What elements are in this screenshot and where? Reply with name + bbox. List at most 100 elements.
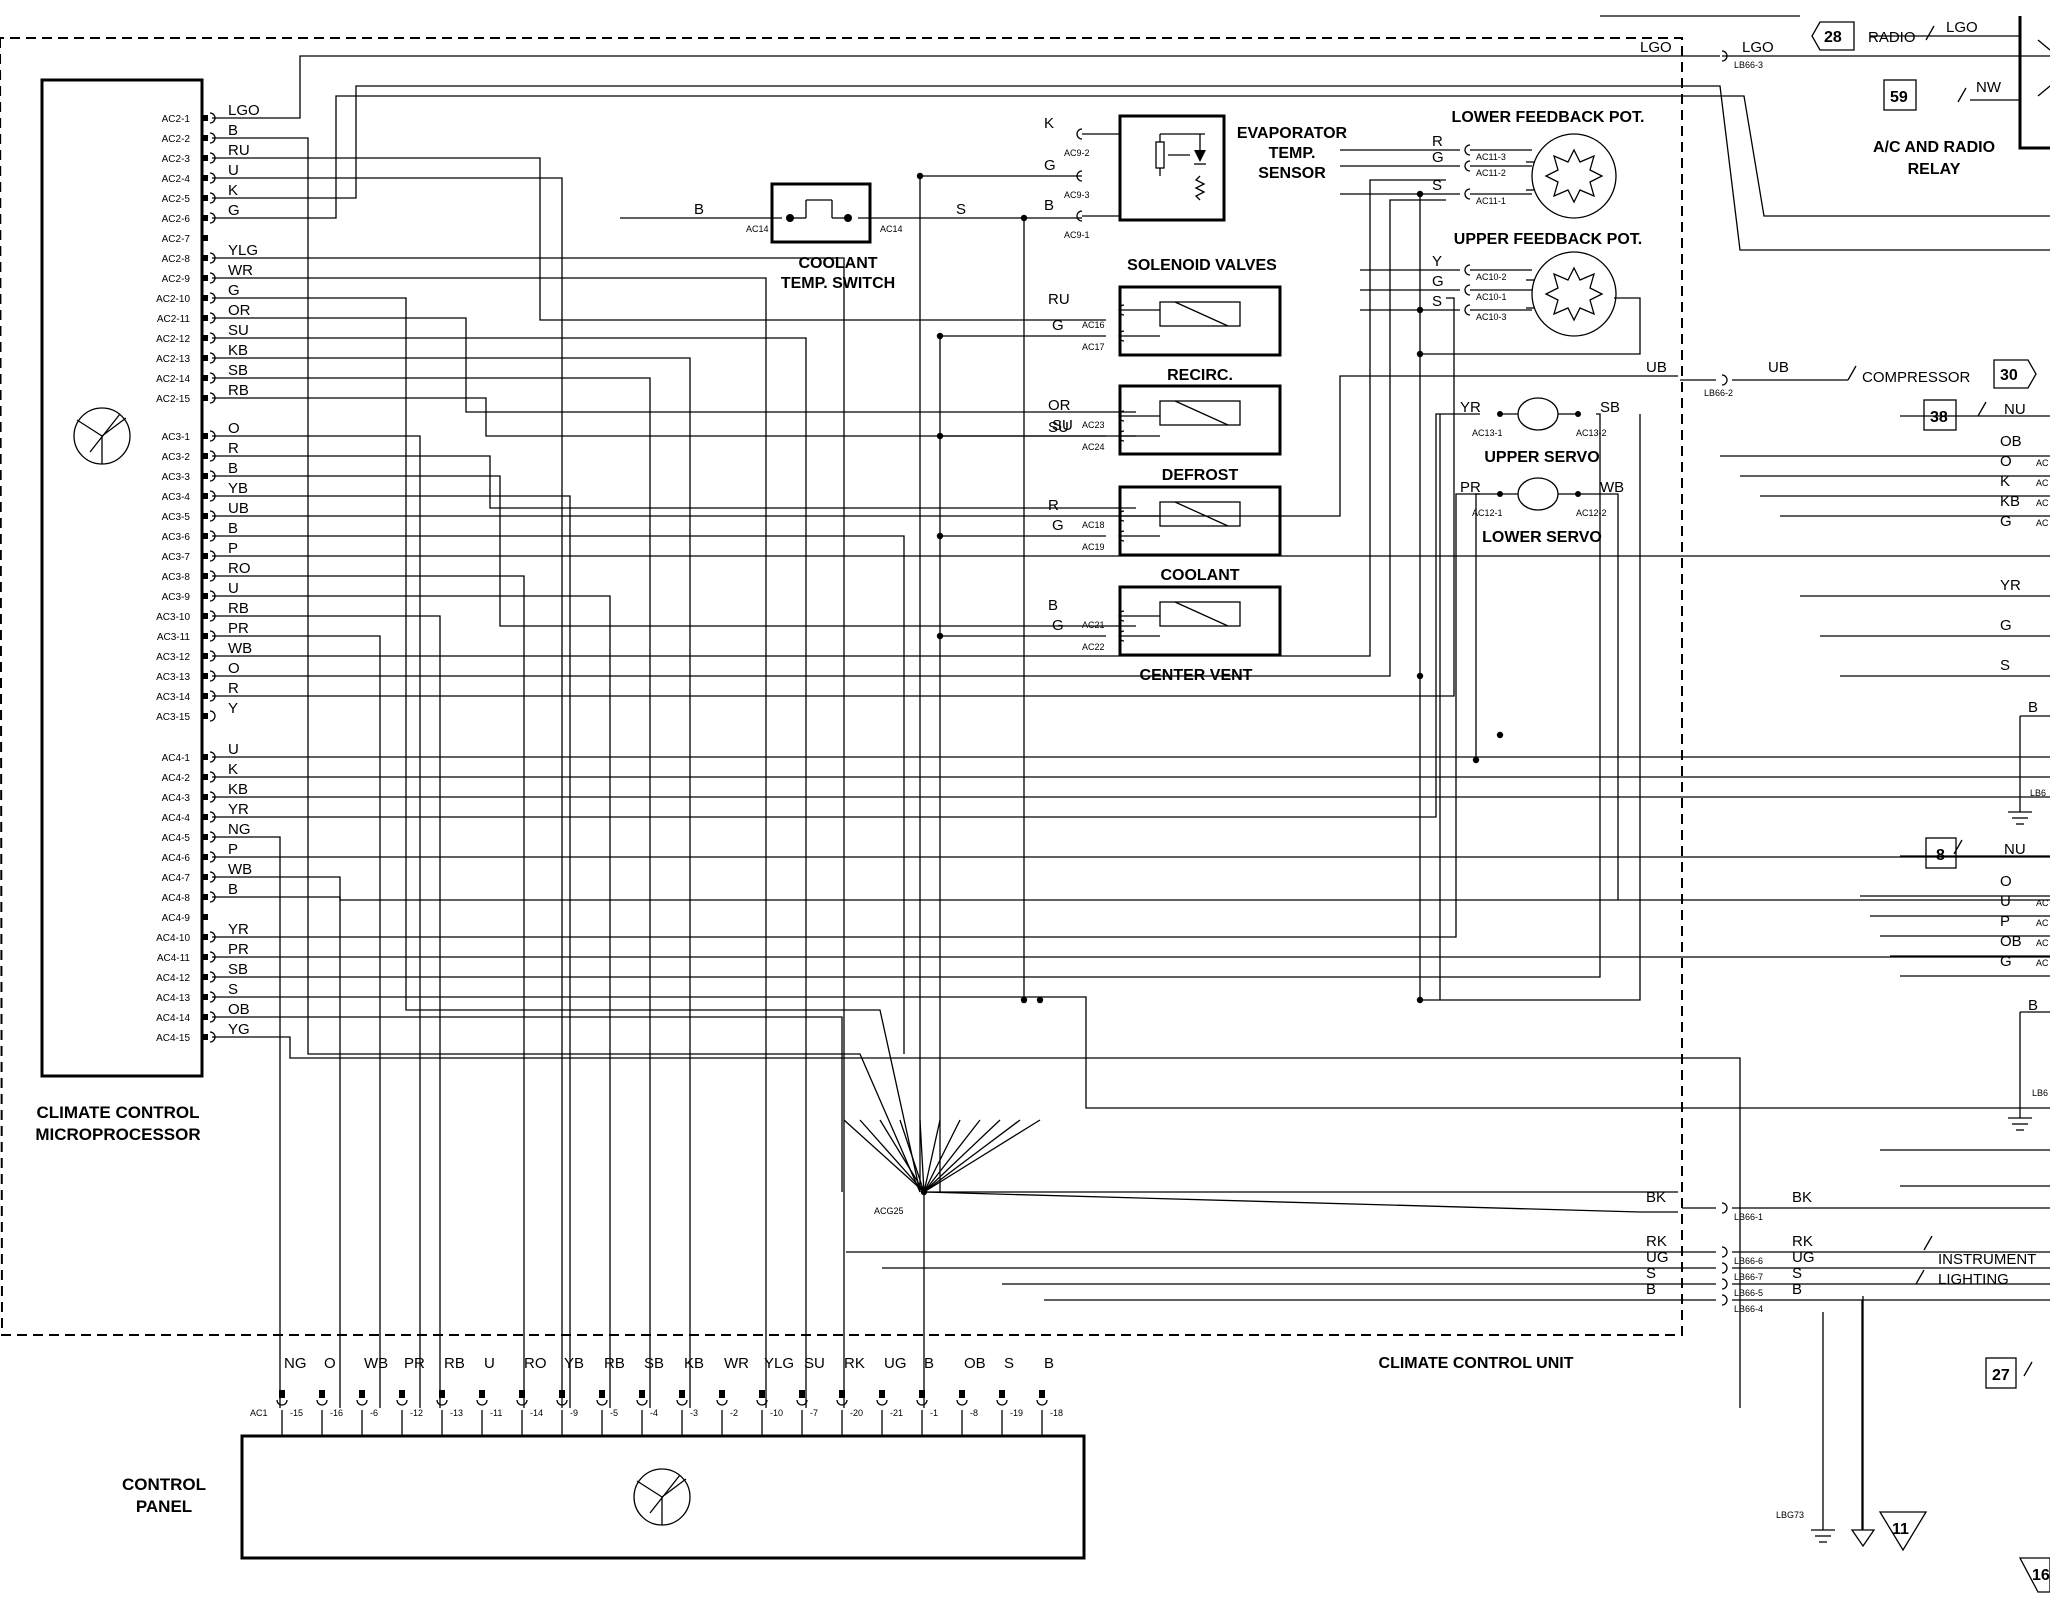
upper-servo-motor-icon (1497, 397, 1581, 431)
conn-label: LB66-6 (1734, 1256, 1763, 1266)
connector-pin (679, 1390, 685, 1398)
wire-label: KB (684, 1355, 704, 1372)
wire-label: SU (1052, 417, 1073, 434)
wire (212, 257, 845, 1408)
connector-icon (209, 430, 216, 442)
connector-icon (209, 931, 216, 943)
wire (212, 495, 571, 1408)
wire (899, 1119, 925, 1193)
wire-label: RK (1646, 1233, 1667, 1250)
connector-icon (209, 710, 216, 722)
wire-label: O (228, 660, 240, 677)
connector-icon (209, 372, 216, 384)
wire-label: PR (228, 620, 249, 637)
pin-label: AC2-7 (162, 234, 191, 245)
control-panel-title: CONTROL (122, 1475, 206, 1494)
connector-icon (1464, 304, 1471, 316)
connector-pin (203, 395, 208, 401)
wire-label: G (1432, 273, 1444, 290)
connector-icon (1464, 144, 1471, 156)
wire (212, 297, 1455, 697)
wire-label: K (228, 182, 238, 199)
wire-label: NU (2004, 401, 2026, 418)
pin-label: AC4-7 (162, 873, 191, 884)
wire (212, 595, 611, 1408)
wire (2019, 1011, 2050, 1108)
connector-pin (203, 135, 208, 141)
conn-label: AC10-3 (1476, 312, 1507, 322)
static-shapes (0, 16, 2050, 1593)
connector-icon (209, 252, 216, 264)
pin-label: -6 (370, 1408, 378, 1418)
instrument-lighting-label: LIGHTING (1938, 1271, 2009, 1288)
connector-icon (1076, 128, 1083, 140)
wire (923, 1119, 1001, 1193)
connector-icon (209, 470, 216, 482)
wire-label: WB (364, 1355, 388, 1372)
pin-label: -16 (330, 1408, 343, 1418)
connector-icon (209, 332, 216, 344)
conn-label: AC18 (1082, 520, 1105, 530)
microprocessor-symbol-icon (73, 407, 131, 465)
pin-label: AC2-5 (162, 194, 191, 205)
wire (212, 535, 905, 1054)
conn-label: AC (2036, 518, 2049, 528)
connector-pin (203, 854, 208, 860)
lower-feedback-pot-icon (1526, 133, 1617, 219)
connector-icon (1464, 264, 1471, 276)
connector-pin (203, 593, 208, 599)
evaporator-title: SENSOR (1258, 165, 1326, 182)
wire (843, 1119, 925, 1193)
wire-label: B (1048, 597, 1058, 614)
wire-label: NW (1976, 79, 2002, 96)
wire (923, 1119, 1021, 1193)
wire-label: B (228, 122, 238, 139)
connector-icon (1721, 1202, 1728, 1214)
pin-label: -18 (1050, 1408, 1063, 1418)
pin-label: AC4-4 (162, 813, 191, 824)
lower-feedback-title: LOWER FEEDBACK POT. (1452, 109, 1645, 126)
radio-label: RADIO (1868, 29, 1916, 46)
wire-label: G (228, 282, 240, 299)
wire-label: RB (228, 382, 249, 399)
connector-icon (209, 312, 216, 324)
connector-pin (203, 433, 208, 439)
wire-label: B (2028, 699, 2038, 716)
ground-icon (2008, 1108, 2032, 1131)
connector-pin (203, 155, 208, 161)
connector-pin (559, 1390, 565, 1398)
wire-label: G (2000, 953, 2012, 970)
solenoid-name: CENTER VENT (1140, 667, 1253, 684)
ground-icon (2008, 800, 2032, 825)
conn-label: AC10-2 (1476, 272, 1507, 282)
pin-label: AC4-15 (156, 1033, 190, 1044)
pin-label: AC2-2 (162, 134, 191, 145)
connector-icon (1464, 160, 1471, 172)
control-panel-title: PANEL (136, 1497, 192, 1516)
conn-label: LB6 (2030, 788, 2046, 798)
wire (212, 575, 525, 1408)
wire-label: S (1792, 1265, 1802, 1282)
connector-icon (209, 650, 216, 662)
junction-dot (1416, 996, 1424, 1004)
wire-label: SB (1600, 399, 1620, 416)
connector-icon (209, 352, 216, 364)
junction-dot (1496, 731, 1504, 739)
wire-label: RU (1048, 291, 1070, 308)
pin-label: AC2-15 (156, 394, 190, 405)
solenoid-recirc-icon (1118, 285, 1282, 357)
connector-icon (1721, 50, 1728, 62)
wire-label: WB (228, 861, 252, 878)
connector-icon (556, 1399, 568, 1406)
control-panel-symbol-icon (633, 1468, 691, 1526)
connector-pin (203, 834, 208, 840)
wire (212, 55, 1720, 119)
wire (212, 95, 2050, 219)
wire-label: O (2000, 453, 2012, 470)
connector-icon (956, 1399, 968, 1406)
conn-label: AC24 (1082, 442, 1105, 452)
wire-label: G (2000, 513, 2012, 530)
conn-label: AC11-1 (1476, 196, 1506, 206)
junction-dot (920, 1188, 928, 1196)
connector-icon (1721, 1262, 1728, 1274)
